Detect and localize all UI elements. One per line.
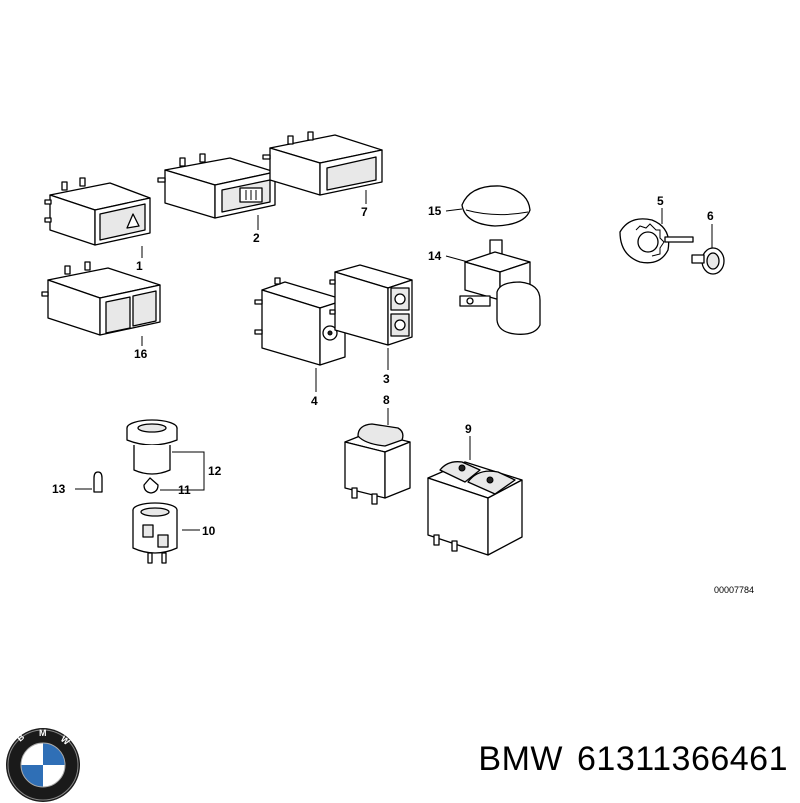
callout-4: 4 [311,394,318,408]
callout-7: 7 [361,205,368,219]
callout-3: 3 [383,372,390,386]
callout-numbers: 1 2 3 4 5 6 7 8 9 10 11 12 13 14 15 16 [52,194,714,538]
sun-icon [394,293,406,305]
callout-14: 14 [428,249,442,263]
callout-1: 1 [136,259,143,273]
part-14-rotary-switch [459,239,541,335]
part-15-knob-cap [461,185,531,227]
part-caption: BMW 61311366461 [478,740,788,779]
callout-9: 9 [465,422,472,436]
callout-13: 13 [52,482,66,496]
callout-6: 6 [707,209,714,223]
diagram-reference-code: 00007784 [714,585,754,595]
part-3-double-switch [329,264,413,346]
part-11-bulb-holder [143,477,159,494]
leader-lines [75,190,713,531]
part-6-knob [691,247,725,275]
svg-text:B: B [15,731,27,743]
part-1-hazard-switch [44,177,151,246]
callout-11: 11 [178,483,191,497]
part-7-switch [262,131,383,196]
part-4-fan-switch [254,277,346,366]
part-2-rear-defrost-switch [157,153,276,219]
svg-text:M: M [39,728,47,738]
part-9-dual-push-switch [427,461,523,556]
part-8-push-switch [344,423,411,505]
sun-icon [394,319,406,331]
part-10-socket [132,502,178,564]
part-5-switch-gear [619,218,694,264]
part-number: 61311366461 [577,740,788,778]
brand-name: BMW [478,740,564,778]
callout-16: 16 [134,347,148,361]
part-13-bulb [93,471,103,493]
callout-5: 5 [657,194,664,208]
hazard-triangle-icon [126,213,140,229]
callout-12: 12 [208,464,222,478]
callout-15: 15 [428,204,442,218]
parts-diagram: 1 2 3 4 5 6 7 8 9 10 11 12 13 14 15 16 0… [41,131,754,595]
callout-2: 2 [253,231,260,245]
callout-10: 10 [202,524,216,538]
bmw-logo: B M W [6,728,80,802]
part-12-lighter-insert [126,419,178,475]
callout-8: 8 [383,393,390,407]
part-16-dual-switch [41,261,161,336]
